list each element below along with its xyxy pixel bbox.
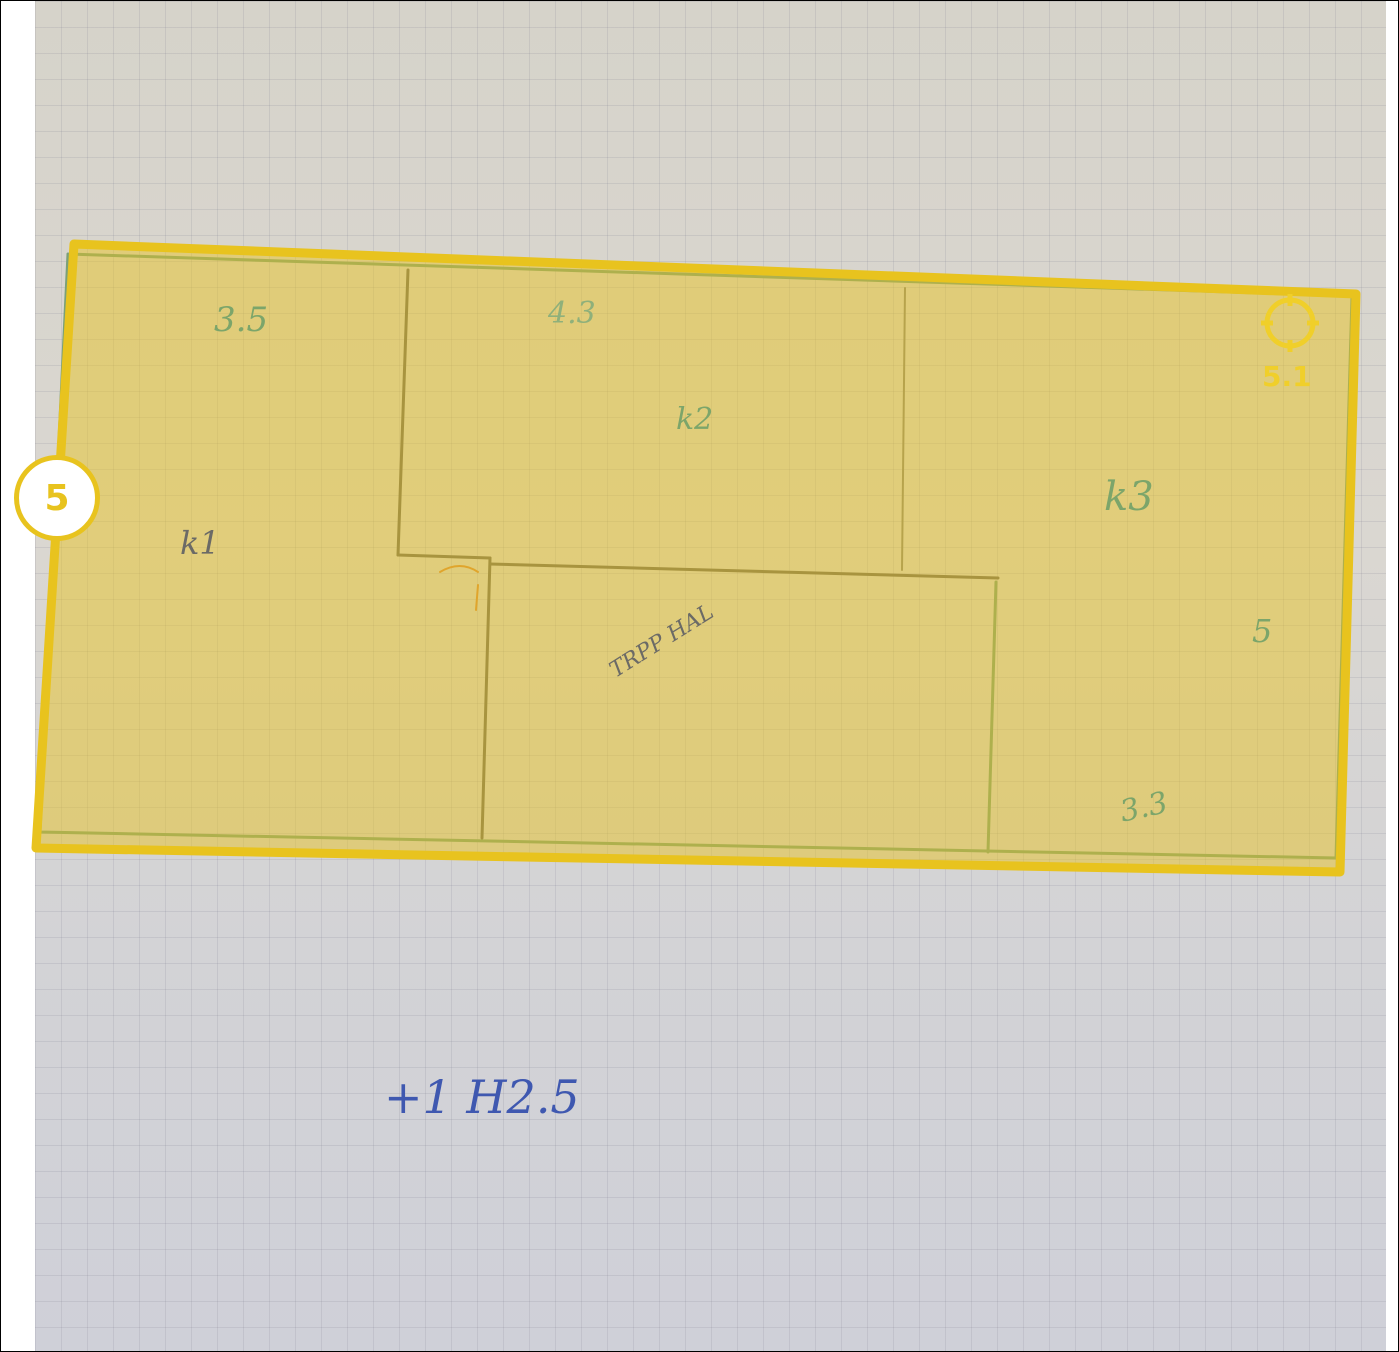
wall-line <box>396 268 410 557</box>
wall-line <box>901 287 906 571</box>
crosshair-icon[interactable] <box>1261 294 1319 352</box>
selection-overlay <box>31 239 1361 877</box>
door-swing-mark <box>439 565 479 611</box>
dimension-label: 3.5 <box>214 300 269 340</box>
wall-line <box>986 580 998 854</box>
room-label: k3 <box>1104 474 1154 520</box>
dimension-label: 4.3 <box>548 296 596 331</box>
wall-line <box>480 556 492 840</box>
sub-region-label: 5.1 <box>1262 360 1312 393</box>
wall-line <box>396 553 492 560</box>
dimension-label: 5 <box>1252 612 1273 650</box>
room-label: k2 <box>676 402 714 437</box>
region-marker-number: 5 <box>44 477 70 519</box>
handwritten-note: +1 H2.5 <box>384 1070 580 1124</box>
room-label: k1 <box>180 524 220 562</box>
region-marker-badge[interactable]: 5 <box>14 455 100 541</box>
wall-line <box>488 562 1000 580</box>
graph-paper <box>35 1 1386 1351</box>
